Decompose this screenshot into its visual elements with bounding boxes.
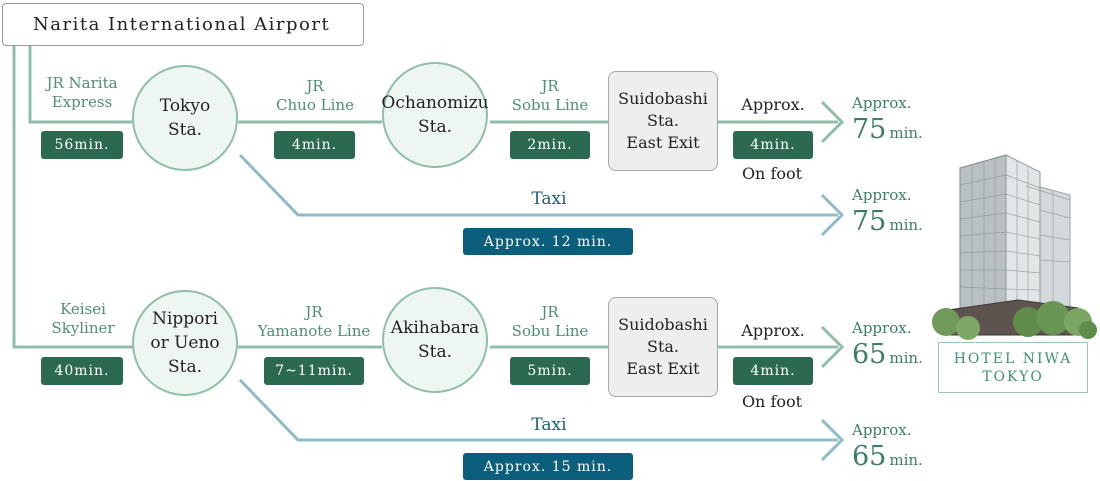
route1-taxi-time: Approx. 12 min. — [463, 228, 633, 255]
route1-walk-mode: On foot — [741, 164, 803, 183]
route2-line2-time: 7~11min. — [264, 357, 364, 385]
route2-taxi-total-num: 65 — [852, 441, 887, 472]
station-ochanomizu: Ochanomizu Sta. — [381, 62, 489, 168]
route1-line3-time: 2min. — [510, 131, 590, 159]
hotel-name-line2: TOKYO — [982, 368, 1044, 385]
route1-taxi-total-num: 75 — [852, 206, 887, 237]
origin-airport-box: Narita International Airport — [2, 3, 364, 46]
route1-taxi-total-unit: min. — [889, 216, 923, 234]
route1-transfer1-time: 56min. — [41, 131, 123, 159]
trunk-line-route2 — [12, 46, 140, 349]
route1-total-approx: Approx. — [852, 94, 912, 112]
arrowhead-1 — [820, 100, 845, 144]
route2-line3-time: 5min. — [510, 357, 590, 385]
origin-label: Narita International Airport — [33, 14, 331, 35]
route2-walk-approx: Approx. — [741, 321, 805, 340]
route1-line2-time: 4min. — [274, 131, 355, 159]
route1-transfer1-line: JR Narita Express — [46, 74, 118, 111]
route2-line2: JR Yamanote Line — [257, 303, 371, 340]
route2-walk-time: 4min. — [733, 357, 813, 385]
route2-transfer1-line: Keisei Skyliner — [51, 300, 115, 337]
station-tokyo: Tokyo Sta. — [132, 65, 238, 171]
hotel-name-line1: HOTEL NIWA — [953, 350, 1073, 367]
taxi-line-1 — [238, 153, 838, 217]
route1-line3: JR Sobu Line — [511, 77, 589, 114]
route1-total-num: 75 — [852, 114, 887, 145]
route1-line2: JR Chuo Line — [276, 77, 354, 114]
route2-taxi-total-unit: min. — [889, 451, 923, 469]
arrowhead-2 — [820, 325, 845, 369]
route2-taxi-time: Approx. 15 min. — [463, 453, 633, 480]
station-nippori-ueno: Nippori or Ueno Sta. — [132, 290, 238, 396]
route1-total-unit: min. — [889, 124, 923, 142]
route1-walk-time: 4min. — [733, 131, 813, 159]
route2-total-approx: Approx. — [852, 319, 912, 337]
trunk-line-route1 — [28, 46, 140, 124]
hotel-name-plate: HOTEL NIWA TOKYO — [938, 342, 1088, 393]
exit-suidobashi-2: Suidobashi Sta. East Exit — [608, 297, 718, 397]
route2-taxi-total-approx: Approx. — [852, 421, 912, 439]
route1-taxi-label: Taxi — [531, 189, 567, 209]
route2-taxi-label: Taxi — [531, 415, 567, 435]
route2-walk-mode: On foot — [741, 392, 803, 411]
taxi-arrowhead-1 — [820, 193, 845, 237]
route2-total-num: 65 — [852, 339, 887, 370]
hotel-building-illustration — [932, 154, 1097, 340]
taxi-line-2 — [238, 378, 838, 442]
route1-walk-approx: Approx. — [741, 95, 805, 114]
route1-taxi-total-approx: Approx. — [852, 186, 912, 204]
station-akihabara: Akihabara Sta. — [382, 287, 488, 393]
route2-line3: JR Sobu Line — [511, 303, 589, 340]
taxi-arrowhead-2 — [820, 418, 845, 462]
exit-suidobashi-1: Suidobashi Sta. East Exit — [608, 71, 718, 171]
route2-total-unit: min. — [889, 349, 923, 367]
route2-transfer1-time: 40min. — [41, 357, 123, 385]
